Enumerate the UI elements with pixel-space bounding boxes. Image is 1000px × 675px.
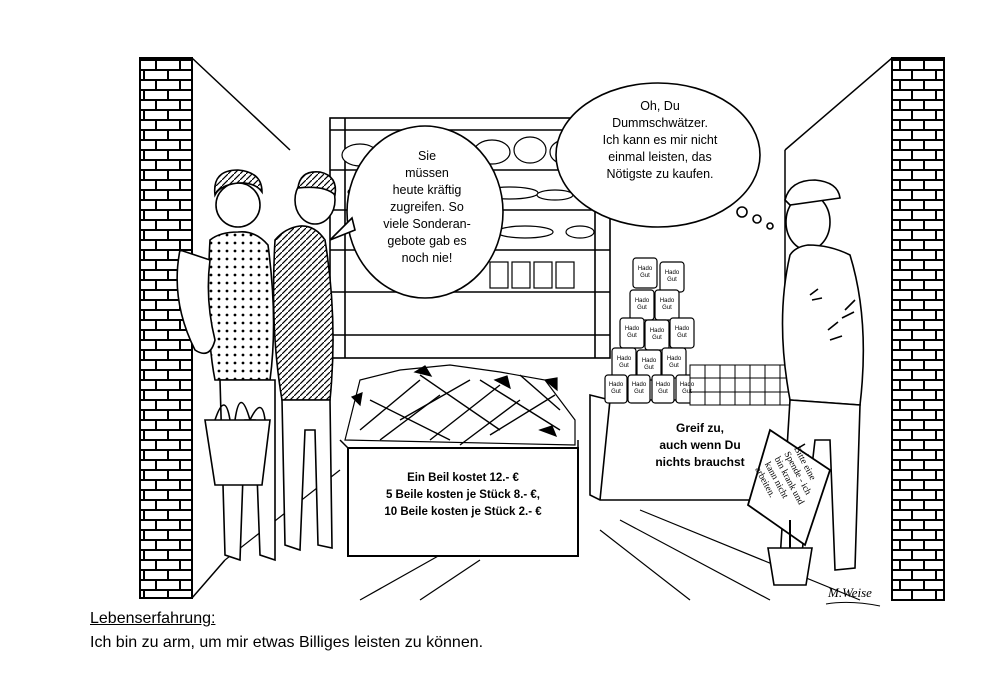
caption-text: Ich bin zu arm, um mir etwas Billiges le… bbox=[90, 634, 484, 651]
can-counter bbox=[589, 257, 801, 501]
salesman bbox=[272, 171, 337, 552]
speech-bubble-salesman bbox=[329, 125, 504, 299]
thought-bubble-poor-man bbox=[555, 82, 774, 230]
woman-customer bbox=[176, 169, 276, 562]
artist-signature: M.Weise bbox=[828, 585, 872, 600]
signature-underline bbox=[825, 601, 881, 607]
salesman-speech-text: Sie müssen heute kräftig zugreifen. So v… bbox=[383, 149, 471, 265]
begging-sign bbox=[746, 428, 832, 586]
axe-pile bbox=[344, 364, 576, 446]
poor-man-thought-text: Oh, Du Dummschwätzer. Ich kann es mir ni… bbox=[602, 99, 718, 181]
caption-title: Lebenserfahrung: bbox=[90, 610, 216, 627]
axe-table bbox=[347, 447, 579, 557]
left-brick-wall bbox=[139, 57, 291, 599]
axe-price-sign: Ein Beil kostet 12.- € 5 Beile kosten je… bbox=[384, 472, 542, 518]
counter-slogan-sign: Greif zu, auch wenn Du nichts brauchst bbox=[655, 421, 745, 469]
